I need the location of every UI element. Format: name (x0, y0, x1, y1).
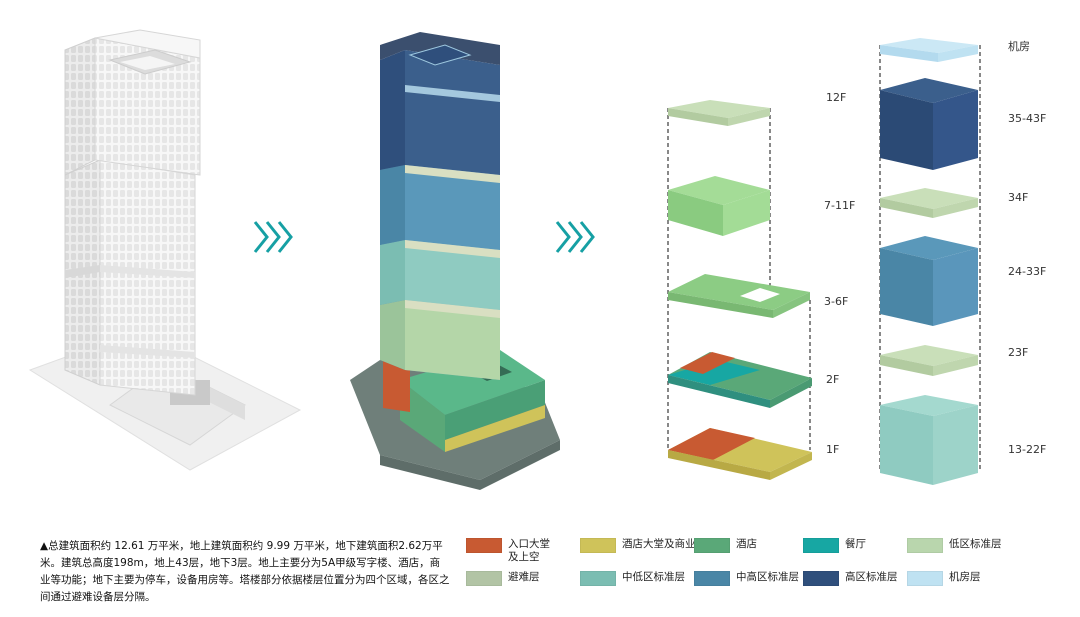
project-description: ▲总建筑面积约 12.61 万平米，地上建筑面积约 9.99 万平米，地下建筑面… (40, 540, 450, 603)
floor-label-machine-room: 机房 (1008, 40, 1030, 53)
legend-swatch (907, 538, 943, 553)
legend-swatch (466, 538, 502, 553)
legend-item: 中高区标准层 (694, 571, 799, 586)
legend-label: 低区标准层 (949, 538, 1002, 550)
legend-swatch (580, 538, 616, 553)
white-tower-model (28, 29, 302, 471)
legend-item: 酒店大堂及商业 (580, 538, 696, 553)
legend-label: 中低区标准层 (622, 571, 685, 583)
exploded-tower-zones (879, 38, 981, 485)
legend-item: 餐厅 (803, 538, 866, 553)
chevron-arrows-icon (555, 221, 595, 253)
floor-label-12f: 12F (826, 91, 847, 104)
legend-item: 机房层 (907, 571, 981, 586)
legend-label: 入口大堂 及上空 (508, 538, 550, 563)
legend-swatch (580, 571, 616, 586)
chevron-arrows-icon (253, 221, 293, 253)
legend-item: 入口大堂 及上空 (466, 538, 550, 564)
legend: 入口大堂 及上空 酒店大堂及商业 酒店 餐厅 低区标准层 避难层 中低区标准层 … (462, 538, 1062, 588)
floor-label-3-6f: 3-6F (824, 295, 849, 308)
legend-swatch (803, 538, 839, 553)
legend-label: 酒店大堂及商业 (622, 538, 696, 550)
floor-label-35-43f: 35-43F (1008, 112, 1047, 125)
legend-swatch (803, 571, 839, 586)
floor-label-13-22f: 13-22F (1008, 443, 1047, 456)
legend-item: 低区标准层 (907, 538, 1002, 553)
floor-label-7-11f: 7-11F (824, 199, 856, 212)
legend-swatch (694, 571, 730, 586)
legend-label: 高区标准层 (845, 571, 898, 583)
legend-label: 中高区标准层 (736, 571, 799, 583)
floor-label-34f: 34F (1008, 191, 1029, 204)
floor-label-23f: 23F (1008, 346, 1029, 359)
exploded-podium-floors (667, 100, 812, 480)
legend-swatch (466, 571, 502, 586)
legend-item: 避难层 (466, 571, 540, 586)
legend-label: 酒店 (736, 538, 757, 550)
legend-item: 高区标准层 (803, 571, 898, 586)
legend-label: 机房层 (949, 571, 981, 583)
legend-label: 餐厅 (845, 538, 866, 550)
legend-item: 中低区标准层 (580, 571, 685, 586)
colored-tower-model (350, 32, 560, 490)
floor-label-2f: 2F (826, 373, 840, 386)
floor-label-24-33f: 24-33F (1008, 265, 1047, 278)
legend-swatch (694, 538, 730, 553)
legend-item: 酒店 (694, 538, 757, 553)
legend-swatch (907, 571, 943, 586)
legend-label: 避难层 (508, 571, 540, 583)
floor-label-1f: 1F (826, 443, 840, 456)
